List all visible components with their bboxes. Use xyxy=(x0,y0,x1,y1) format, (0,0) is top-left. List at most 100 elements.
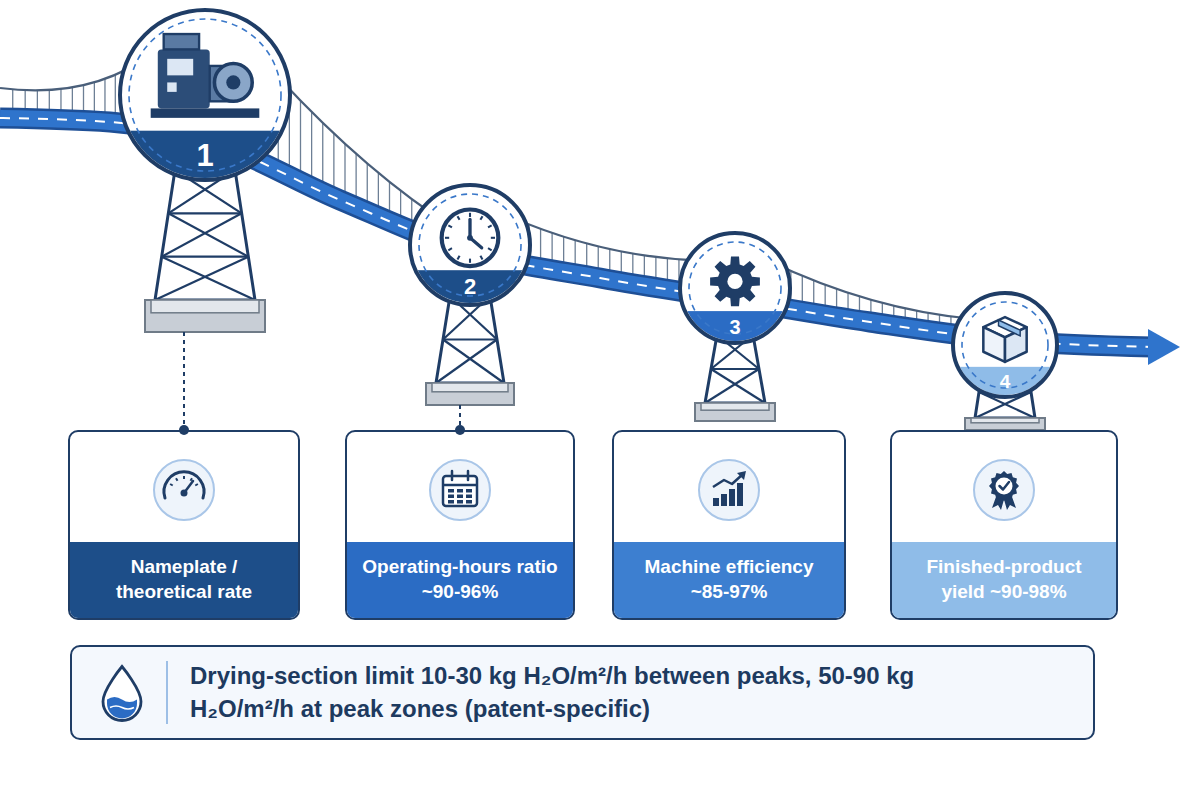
tower-lattice xyxy=(705,369,759,403)
note-divider xyxy=(166,661,168,724)
card-heading-band: Nameplate / theoretical rate xyxy=(70,542,298,618)
machine-icon xyxy=(214,64,252,102)
tower-lattice xyxy=(155,257,248,300)
step-number-holder: 2 xyxy=(406,274,534,300)
card-heading-band: Operating-hours ratio ~90-96% xyxy=(347,542,573,618)
step-medallion: 4 xyxy=(949,289,1061,430)
tower-base xyxy=(432,383,508,392)
tower-lattice xyxy=(443,340,504,384)
constraint-text: Drying-section limit 10-30 kg H₂O/m²/h b… xyxy=(190,660,1010,725)
tower-base xyxy=(695,403,775,421)
step-number: 4 xyxy=(949,371,1061,394)
machine-icon xyxy=(164,34,199,49)
card-label: Operating-hours ratio ~90-96% xyxy=(359,555,561,604)
calendar-icon xyxy=(466,489,472,493)
tower-base xyxy=(701,403,769,410)
card-text-holder: Finished-product yield ~90-98% xyxy=(904,555,1104,604)
icon-circle xyxy=(430,460,490,520)
gear-icon xyxy=(727,274,742,289)
calendar-icon xyxy=(443,484,477,487)
tower-lattice xyxy=(711,368,759,370)
tower-lattice xyxy=(705,335,765,403)
gauge-icon xyxy=(191,478,193,481)
step-number: 1 xyxy=(116,137,294,174)
card-icon xyxy=(443,471,477,506)
tower-lattice xyxy=(162,213,242,256)
tower-lattice xyxy=(162,256,249,258)
calendar-icon xyxy=(448,489,454,493)
metric-card: Finished-product yield ~90-98% xyxy=(890,430,1118,620)
leader-line xyxy=(459,405,461,430)
calendar-icon xyxy=(457,495,463,499)
clock-icon xyxy=(469,259,471,263)
gauge-icon xyxy=(195,484,198,486)
gauge-icon xyxy=(181,490,188,497)
tower-lattice xyxy=(711,369,765,403)
step-medallion: 3 xyxy=(676,229,794,421)
clock-icon xyxy=(469,213,471,217)
note-text-holder: Drying-section limit 10-30 kg H₂O/m²/h b… xyxy=(190,647,1010,738)
card-icon xyxy=(989,471,1019,510)
water-wave xyxy=(110,706,134,709)
clock-icon xyxy=(488,248,492,250)
card-label: Nameplate / theoretical rate xyxy=(82,555,286,604)
gauge-icon xyxy=(164,472,204,498)
tower-drawing xyxy=(949,289,1061,430)
step-number: 2 xyxy=(406,274,534,300)
clock-icon xyxy=(448,225,452,227)
tower-lattice xyxy=(436,340,497,384)
calendar-icon xyxy=(448,495,454,499)
metric-card: Operating-hours ratio ~90-96% xyxy=(345,430,575,620)
machine-icon xyxy=(167,59,193,76)
clock-icon xyxy=(445,237,449,239)
machine-icon xyxy=(226,75,240,89)
calendar-icon xyxy=(448,500,454,504)
tower-lattice xyxy=(443,338,497,340)
anchor-dot xyxy=(179,425,189,435)
chart-icon xyxy=(737,471,746,480)
package-icon xyxy=(999,320,1021,336)
card-icon-area xyxy=(892,432,1116,542)
calendar-icon xyxy=(457,489,463,493)
suspension-cable xyxy=(506,215,702,261)
card-icon xyxy=(713,471,746,506)
card-heading-band: Finished-product yield ~90-98% xyxy=(892,542,1116,618)
card-label: Machine efficiency ~85-97% xyxy=(626,555,832,604)
clock-icon xyxy=(458,256,460,260)
calendar-icon xyxy=(451,471,454,480)
calendar-icon xyxy=(443,476,477,506)
anchor-dot xyxy=(455,425,465,435)
card-icon-area xyxy=(614,432,844,542)
tower-lattice xyxy=(436,296,504,383)
calendar-icon xyxy=(467,471,470,480)
step-number-holder: 4 xyxy=(949,371,1061,394)
chart-icon xyxy=(713,498,719,506)
icon-circle xyxy=(154,460,214,520)
constraint-note: Drying-section limit 10-30 kg H₂O/m²/h b… xyxy=(70,645,1095,740)
leader-line xyxy=(183,332,185,430)
tower-base xyxy=(426,383,514,405)
clock-icon xyxy=(448,248,452,250)
clock-icon xyxy=(480,256,482,260)
tower-base xyxy=(151,300,259,313)
clock-icon xyxy=(458,216,460,220)
calendar-icon xyxy=(457,500,463,504)
card-icon-area xyxy=(347,432,573,542)
tower-base xyxy=(971,418,1039,423)
badge-icon xyxy=(989,471,1019,501)
chart-icon xyxy=(713,474,743,487)
card-text-holder: Machine efficiency ~85-97% xyxy=(626,555,832,604)
water-drop-icon xyxy=(103,667,141,721)
machine-icon xyxy=(151,108,260,117)
medallion-icon xyxy=(983,317,1026,362)
machine-icon xyxy=(158,49,210,108)
water-drop-icon xyxy=(103,667,141,721)
card-label: Finished-product yield ~90-98% xyxy=(904,555,1104,604)
tower-lattice xyxy=(168,213,248,256)
medallion-icon xyxy=(151,34,260,118)
water-wave xyxy=(107,697,137,719)
clock-icon xyxy=(467,235,473,241)
calendar-icon xyxy=(466,495,472,499)
